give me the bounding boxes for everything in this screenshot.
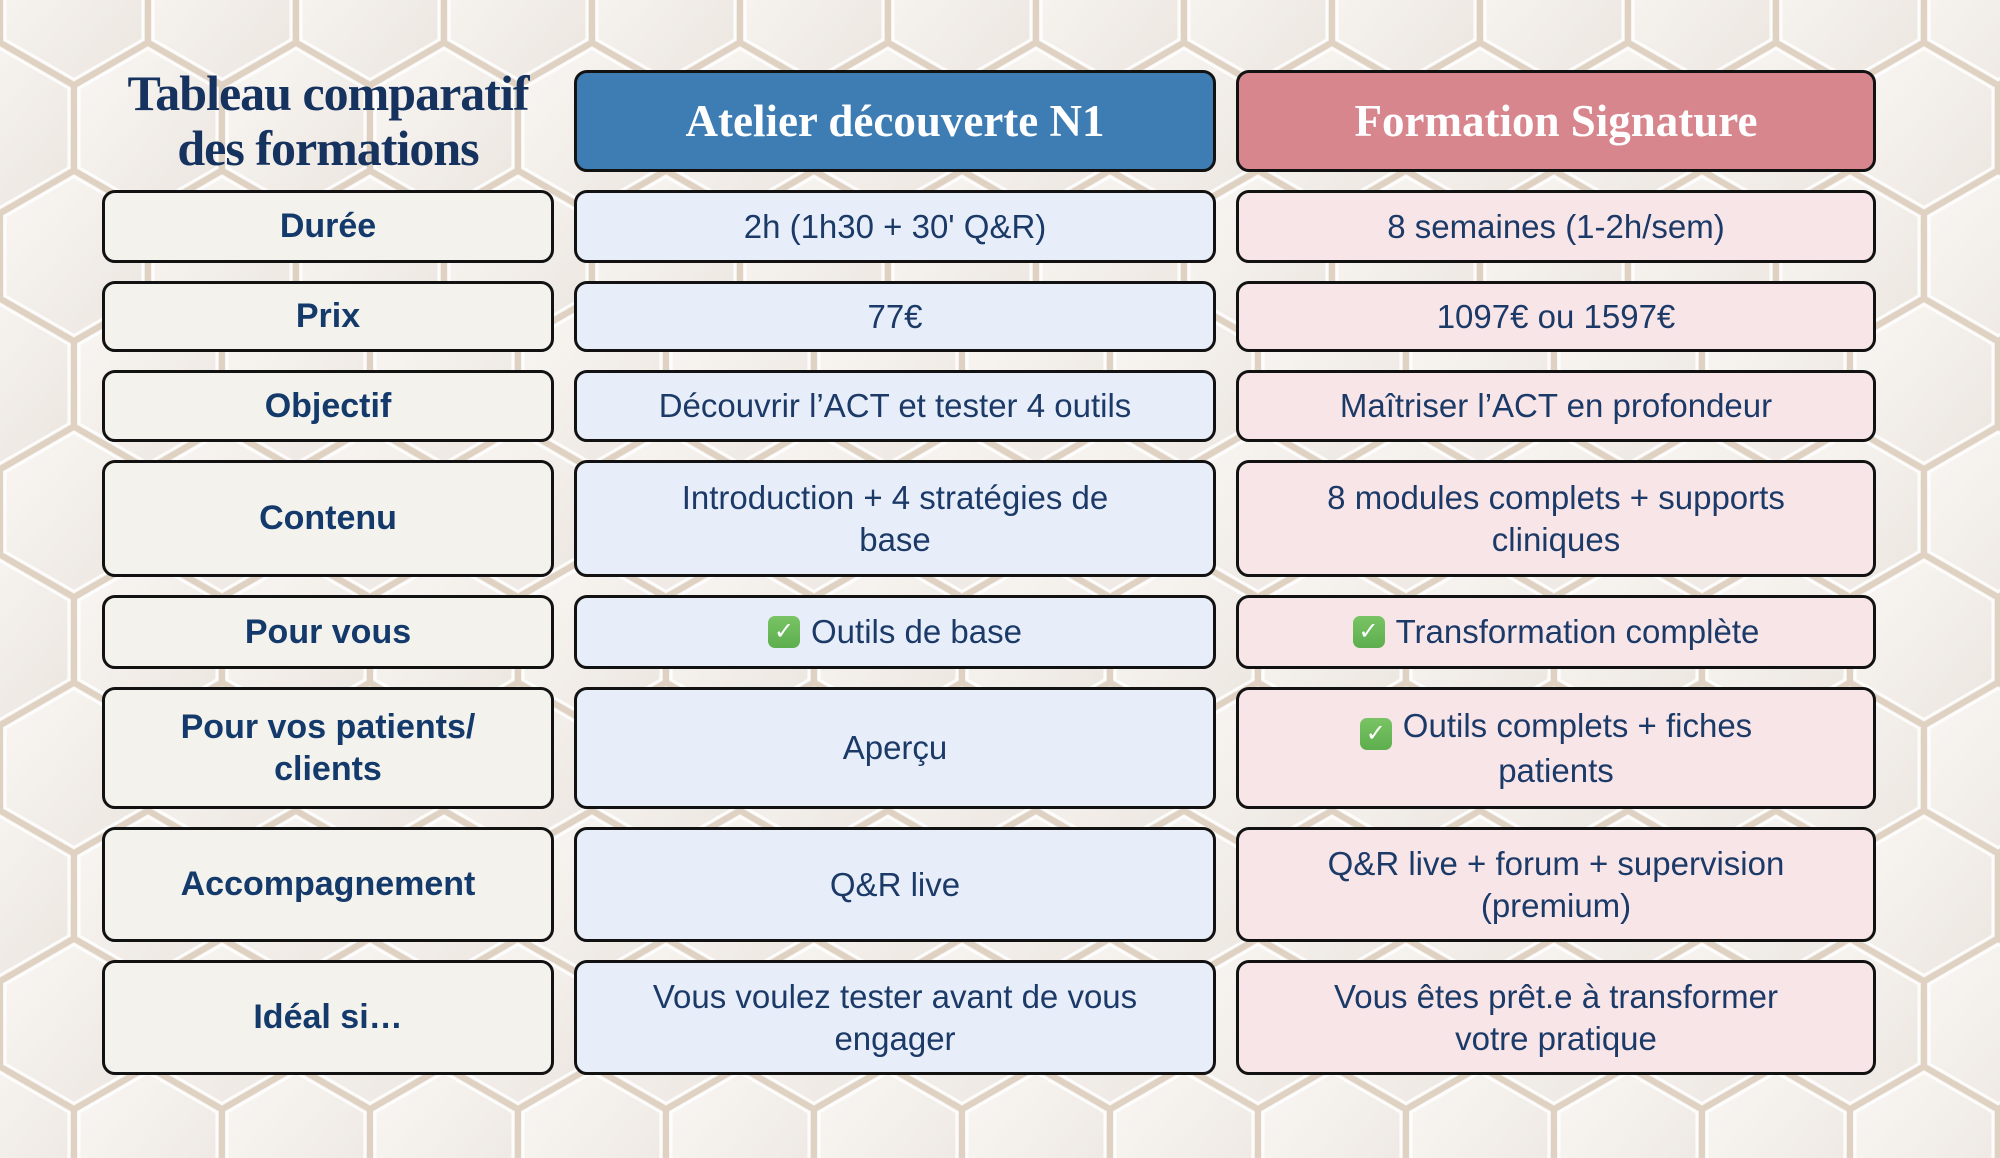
check-icon: ✓ xyxy=(1352,616,1385,648)
row-label-accompagnement: Accompagnement xyxy=(102,827,554,942)
cell-atelier-pour-vous: ✓ Outils de base xyxy=(574,595,1216,669)
cell-atelier-pour-vos-patients-clients: Aperçu xyxy=(574,687,1216,809)
row-label-pour-vos-patients-clients: Pour vos patients/ clients xyxy=(102,687,554,809)
cell-atelier-duree: 2h (1h30 + 30' Q&R) xyxy=(574,190,1216,263)
check-icon: ✓ xyxy=(768,616,801,648)
cell-signature-prix: 1097€ ou 1597€ xyxy=(1236,281,1876,352)
cell-signature-duree: 8 semaines (1-2h/sem) xyxy=(1236,190,1876,263)
row-label-objectif: Objectif xyxy=(102,370,554,442)
comparison-table: Tableau comparatif des formations Atelie… xyxy=(102,65,1876,1075)
cell-signature-objectif: Maîtriser l’ACT en profondeur xyxy=(1236,370,1876,442)
row-label-contenu: Contenu xyxy=(102,460,554,577)
cell-signature-pour-vos-patients-clients: ✓Outils complets + fiches patients xyxy=(1236,687,1876,809)
cell-signature-contenu: 8 modules complets + supports cliniques xyxy=(1236,460,1876,577)
row-label-duree: Durée xyxy=(102,190,554,263)
cell-atelier-objectif: Découvrir l’ACT et tester 4 outils xyxy=(574,370,1216,442)
row-label-pour-vous: Pour vous xyxy=(102,595,554,669)
column-header-atelier: Atelier découverte N1 xyxy=(574,70,1216,172)
cell-signature-ideal-si: Vous êtes prêt.e à transformer votre pra… xyxy=(1236,960,1876,1075)
row-label-ideal-si: Idéal si… xyxy=(102,960,554,1075)
cell-atelier-contenu: Introduction + 4 stratégies de base xyxy=(574,460,1216,577)
cell-signature-accompagnement: Q&R live + forum + supervision (premium) xyxy=(1236,827,1876,942)
check-icon: ✓ xyxy=(1359,717,1392,750)
column-header-signature: Formation Signature xyxy=(1236,70,1876,172)
page-title: Tableau comparatif des formations xyxy=(127,65,530,176)
row-label-prix: Prix xyxy=(102,281,554,352)
cell-atelier-accompagnement: Q&R live xyxy=(574,827,1216,942)
cell-atelier-ideal-si: Vous voulez tester avant de vous engager xyxy=(574,960,1216,1075)
cell-signature-pour-vous: ✓ Transformation complète xyxy=(1236,595,1876,669)
cell-atelier-prix: 77€ xyxy=(574,281,1216,352)
